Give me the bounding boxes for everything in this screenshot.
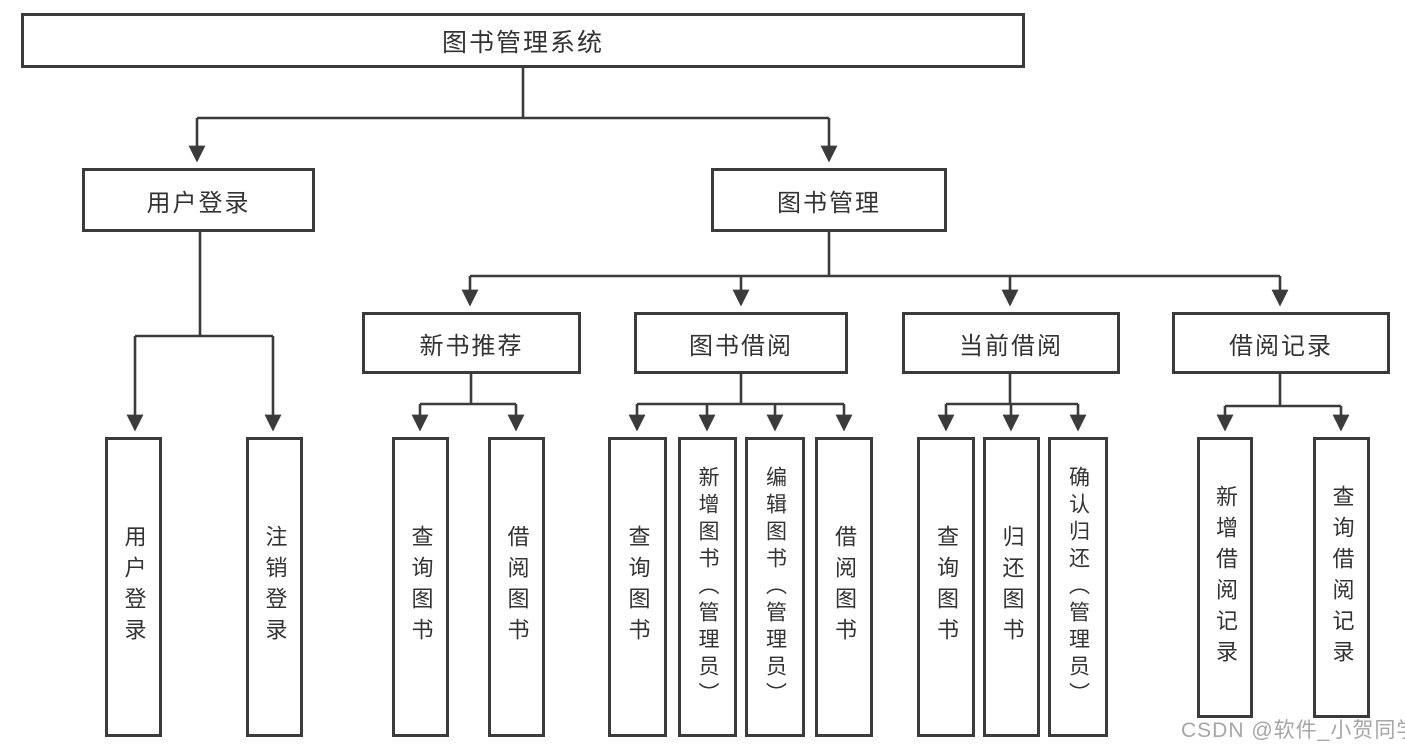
- leaf-user-login-label: 用户登录: [121, 525, 147, 649]
- node-new-book-recommend-label: 新书推荐: [419, 332, 524, 360]
- node-root-label: 图书管理系统: [441, 28, 604, 57]
- node-user-login-label: 用户登录: [146, 189, 251, 217]
- connector-new-book-branch: [411, 374, 525, 432]
- leaf-add-borrow-record-label: 新增借阅记录: [1213, 484, 1238, 671]
- leaf-add-book-admin-label: 新增图书（管理员）: [696, 465, 719, 709]
- leaf-logout-label: 注销登录: [262, 525, 288, 649]
- leaf-borrow-book-label: 借阅图书: [832, 525, 857, 649]
- leaf-edit-book-admin: 编辑图书（管理员）: [745, 437, 805, 737]
- leaf-query-book-recommend-label: 查询图书: [408, 525, 434, 649]
- node-book-borrow: 图书借阅: [634, 312, 848, 374]
- leaf-query-book-borrow: 查询图书: [608, 437, 667, 737]
- csdn-watermark: CSDN @软件_小贺同学: [1181, 719, 1405, 742]
- leaf-logout: 注销登录: [246, 437, 303, 737]
- connector-book-borrow-branch: [628, 374, 853, 432]
- leaf-confirm-return-admin-label: 确认归还（管理员）: [1066, 465, 1090, 709]
- leaf-return-book: 归还图书: [983, 437, 1040, 737]
- connector-current-borrow-branch: [937, 374, 1087, 432]
- node-current-borrow-label: 当前借阅: [959, 332, 1063, 360]
- leaf-query-book-current-label: 查询图书: [934, 525, 959, 649]
- node-new-book-recommend: 新书推荐: [362, 312, 581, 374]
- connector-book-mgmt-branch: [461, 232, 1289, 307]
- node-book-management-label: 图书管理: [777, 189, 881, 217]
- leaf-borrow-book: 借阅图书: [815, 437, 873, 737]
- leaf-query-borrow-record: 查询借阅记录: [1313, 437, 1370, 718]
- node-borrow-record: 借阅记录: [1172, 312, 1390, 374]
- leaf-borrow-book-recommend-label: 借阅图书: [504, 525, 530, 649]
- leaf-add-book-admin: 新增图书（管理员）: [678, 437, 737, 737]
- leaf-borrow-book-recommend: 借阅图书: [488, 437, 545, 737]
- node-user-login: 用户登录: [82, 168, 315, 232]
- leaf-user-login: 用户登录: [105, 437, 162, 737]
- node-book-borrow-label: 图书借阅: [689, 332, 793, 360]
- leaf-query-borrow-record-label: 查询借阅记录: [1329, 484, 1355, 671]
- connector-user-login-branch: [126, 232, 282, 432]
- connector-borrow-record-branch: [1216, 374, 1350, 432]
- leaf-query-book-current: 查询图书: [917, 437, 975, 737]
- node-current-borrow: 当前借阅: [902, 312, 1120, 374]
- leaf-return-book-label: 归还图书: [999, 525, 1025, 649]
- node-borrow-record-label: 借阅记录: [1229, 332, 1333, 360]
- leaf-confirm-return-admin: 确认归还（管理员）: [1048, 437, 1108, 737]
- leaf-query-book-borrow-label: 查询图书: [625, 525, 651, 649]
- leaf-add-borrow-record: 新增借阅记录: [1197, 437, 1253, 718]
- connector-root-branch: [188, 68, 838, 163]
- node-root-library-system: 图书管理系统: [21, 13, 1025, 68]
- node-book-management: 图书管理: [711, 168, 947, 232]
- leaf-query-book-recommend: 查询图书: [392, 437, 449, 737]
- leaf-edit-book-admin-label: 编辑图书（管理员）: [763, 465, 787, 709]
